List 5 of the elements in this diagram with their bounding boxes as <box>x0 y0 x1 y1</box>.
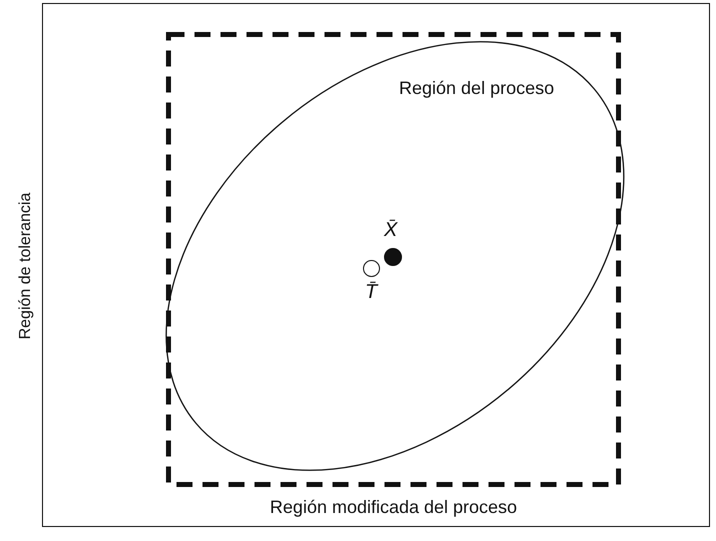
axis-region-label: Región de tolerancia <box>16 192 35 342</box>
symbol-label: X̄ <box>384 218 398 242</box>
region-label: Región modificada del proceso <box>268 497 518 517</box>
symbol-label: T̄ <box>365 280 378 304</box>
region-label: Región del proceso <box>399 78 554 98</box>
